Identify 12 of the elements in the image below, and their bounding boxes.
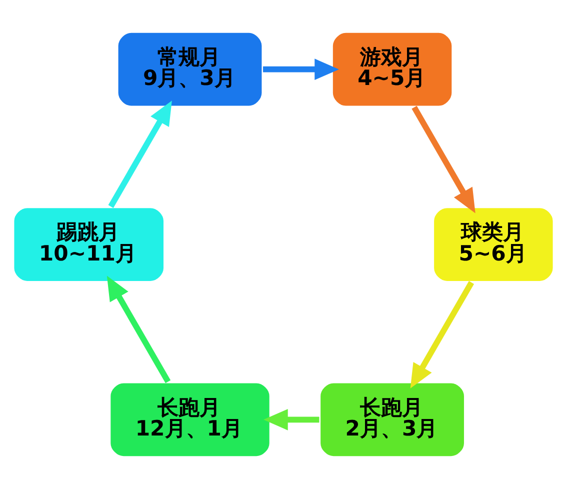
arrow	[410, 281, 474, 388]
arrow	[263, 58, 340, 80]
arrow	[108, 100, 172, 208]
arrow	[412, 106, 476, 214]
node-box: 游戏月 4~5月	[330, 30, 454, 108]
node-box: 常规月 9月、3月	[116, 30, 264, 108]
node-box: 踢跳月 10~11月	[12, 206, 166, 284]
arrow	[106, 276, 171, 384]
arrow	[263, 409, 320, 430]
node-box: 长跑月 2月、3月	[318, 380, 466, 458]
node-box: 球类月 5~6月	[432, 206, 556, 284]
node-box: 长跑月 12月、1月	[108, 380, 272, 458]
